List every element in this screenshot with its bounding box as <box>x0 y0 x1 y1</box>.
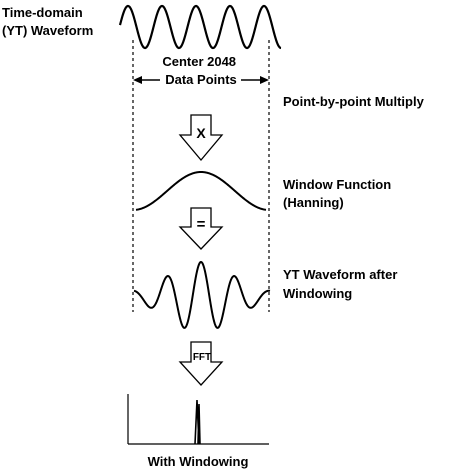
equals-symbol: = <box>197 216 206 233</box>
multiply-symbol: X <box>196 125 206 141</box>
multiply-arrow: X <box>180 115 222 160</box>
spectrum-peak <box>195 400 200 444</box>
fft-arrow: FFT <box>180 342 222 385</box>
windowed-waveform <box>134 262 270 328</box>
with-windowing-label: With Windowing <box>148 454 249 469</box>
time-domain-label: Time-domain (YT) Waveform <box>2 5 93 38</box>
equals-arrow: = <box>180 208 222 249</box>
multiply-label: Point-by-point Multiply <box>283 94 425 109</box>
after-windowing-label: YT Waveform after Windowing <box>283 267 401 301</box>
time-domain-waveform <box>120 6 281 48</box>
fft-symbol: FFT <box>193 352 211 363</box>
window-function-label: Window Function (Hanning) <box>283 177 395 210</box>
spectrum-plot <box>128 394 269 444</box>
hanning-window-curve <box>136 172 266 210</box>
center-points-label: Center 2048 Data Points <box>162 54 239 87</box>
